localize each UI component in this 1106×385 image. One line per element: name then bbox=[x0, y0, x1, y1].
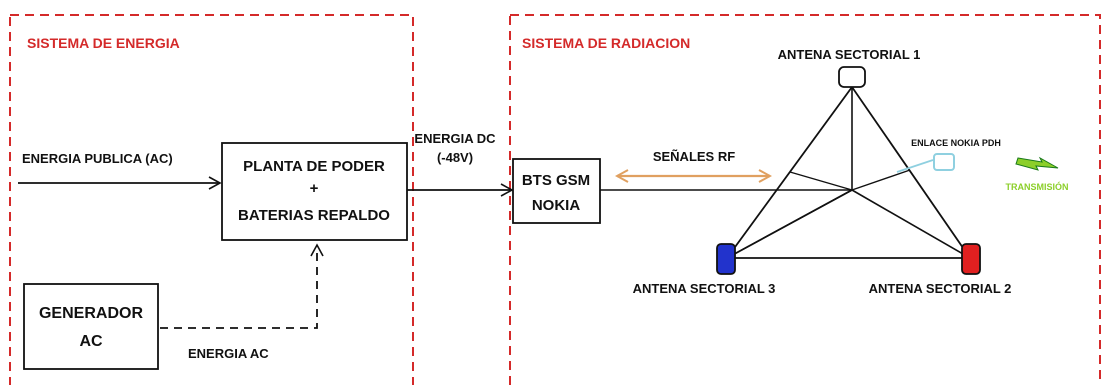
antenna-2-icon bbox=[961, 243, 981, 275]
power-plant-label-line3: BATERIAS REPALDO bbox=[238, 207, 390, 224]
generator-box bbox=[23, 283, 159, 370]
antenna-1-icon bbox=[838, 66, 866, 88]
energy-system-title: SISTEMA DE ENERGIA bbox=[27, 35, 180, 51]
generator-label-line2: AC bbox=[79, 333, 103, 350]
triangle-inner-line-3 bbox=[851, 169, 911, 191]
energy-system-frame bbox=[9, 14, 414, 385]
antenna-2-label: ANTENA SECTORIAL 2 bbox=[869, 281, 1012, 296]
lightning-bolt-icon bbox=[1015, 156, 1059, 171]
antenna-3-icon bbox=[716, 243, 736, 275]
triangle-inner-line-2 bbox=[789, 171, 853, 191]
hub-to-antenna-2 bbox=[851, 189, 971, 259]
pdh-link-line bbox=[896, 159, 934, 173]
power-plant-box bbox=[221, 142, 408, 241]
public-energy-label: ENERGIA PUBLICA (AC) bbox=[22, 151, 173, 166]
dc-energy-label-line2: (-48V) bbox=[437, 150, 473, 165]
bts-label-line1: BTS GSM bbox=[522, 172, 590, 189]
power-plant-label-line1: PLANTA DE PODER bbox=[243, 158, 385, 175]
rf-signals-label: SEÑALES RF bbox=[653, 149, 735, 164]
antenna-3-label: ANTENA SECTORIAL 3 bbox=[633, 281, 776, 296]
radiation-system-title: SISTEMA DE RADIACION bbox=[522, 35, 690, 51]
triangle-inner-line-1 bbox=[726, 189, 853, 259]
pdh-link-label: ENLACE NOKIA PDH bbox=[911, 138, 1001, 148]
bts-label-line2: NOKIA bbox=[532, 197, 581, 214]
antenna-1-label: ANTENA SECTORIAL 1 bbox=[778, 47, 921, 62]
ac-energy-label: ENERGIA AC bbox=[188, 346, 269, 361]
dc-energy-label-line1: ENERGIA DC bbox=[414, 131, 496, 146]
radiation-system-frame bbox=[509, 14, 1101, 385]
antenna-triangle bbox=[725, 85, 972, 259]
pdh-dish-icon bbox=[933, 153, 955, 171]
ac-energy-dashed-arrow bbox=[160, 243, 324, 329]
bts-box bbox=[512, 158, 601, 224]
generator-label-line1: GENERADOR bbox=[39, 305, 143, 322]
power-plant-label-plus: + bbox=[310, 180, 319, 197]
transmission-label: TRANSMISIÓN bbox=[1006, 181, 1069, 192]
